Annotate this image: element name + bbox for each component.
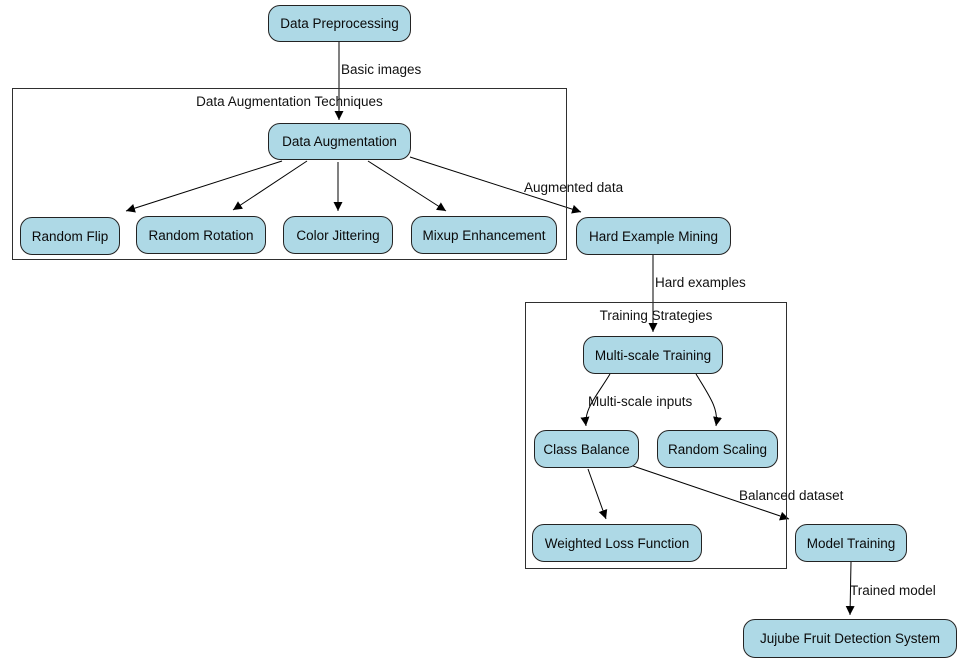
node-multi-scale-training: Multi-scale Training bbox=[583, 336, 723, 374]
edge-label-trained-model: Trained model bbox=[850, 583, 936, 598]
edge-label-augmented-data: Augmented data bbox=[524, 180, 624, 195]
edge-augmentation-to-random-rotation bbox=[232, 160, 308, 211]
edge-label-multi-scale-inputs: Multi-scale inputs bbox=[588, 394, 693, 409]
node-mixup-enhancement: Mixup Enhancement bbox=[411, 216, 557, 254]
node-jujube-fruit-detection-system: Jujube Fruit Detection System bbox=[743, 619, 957, 658]
edge-augmentation-to-mixup bbox=[367, 160, 447, 212]
edge-class-balance-to-weighted-loss bbox=[587, 468, 608, 520]
edge-label-balanced-dataset: Balanced dataset bbox=[739, 488, 844, 503]
edge-augmentation-to-hard-example-mining bbox=[409, 156, 582, 214]
edge-augmentation-to-random-flip bbox=[125, 160, 283, 213]
edge-label-basic-images: Basic images bbox=[341, 62, 422, 77]
edge-label-hard-examples: Hard examples bbox=[655, 275, 746, 290]
edge-class-balance-to-model-training bbox=[632, 465, 790, 521]
node-hard-example-mining: Hard Example Mining bbox=[576, 217, 731, 255]
node-random-scaling: Random Scaling bbox=[657, 430, 778, 468]
group-title-data-augmentation-techniques: Data Augmentation Techniques bbox=[196, 94, 383, 109]
node-color-jittering: Color Jittering bbox=[283, 216, 393, 254]
group-title-training-strategies: Training Strategies bbox=[599, 308, 713, 323]
edge-model-training-to-detection-system bbox=[845, 561, 855, 616]
node-random-flip: Random Flip bbox=[20, 217, 120, 255]
node-data-preprocessing: Data Preprocessing bbox=[268, 5, 411, 42]
node-model-training: Model Training bbox=[795, 524, 907, 562]
edge-multi-scale-to-class-balance bbox=[580, 373, 611, 427]
group-data-augmentation-techniques: Data Augmentation Techniques bbox=[12, 88, 567, 260]
group-training-strategies: Training Strategies bbox=[525, 302, 787, 569]
node-class-balance: Class Balance bbox=[534, 430, 639, 468]
node-data-augmentation: Data Augmentation bbox=[268, 123, 411, 160]
node-weighted-loss-function: Weighted Loss Function bbox=[532, 524, 702, 562]
edge-multi-scale-to-random-scaling bbox=[695, 373, 722, 427]
node-random-rotation: Random Rotation bbox=[136, 216, 266, 254]
